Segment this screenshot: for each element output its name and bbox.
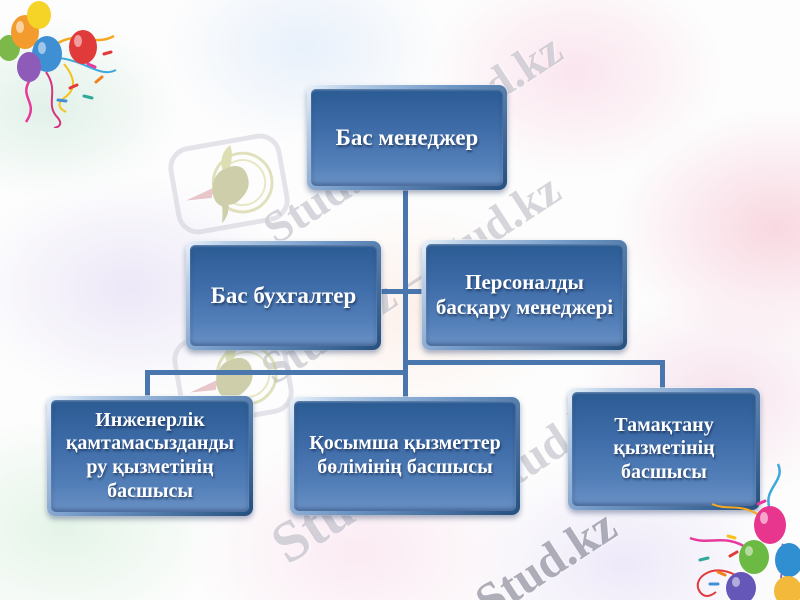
- node-label: Қосымша қызметтер бөлімінің басшысы: [309, 432, 501, 478]
- balloons-decoration-icon: [689, 463, 800, 600]
- balloons-decoration-icon: [0, 1, 117, 128]
- node-face: Инженерлік қамтамасызданды ру қызметінің…: [51, 400, 249, 512]
- node-label: Бас менеджер: [335, 124, 479, 150]
- org-node-engineering-support-head: Инженерлік қамтамасызданды ру қызметінің…: [47, 396, 253, 516]
- org-node-additional-services-head: Қосымша қызметтер бөлімінің басшысы: [290, 397, 520, 515]
- node-face: Тамақтану қызметінің басшысы: [572, 392, 756, 506]
- node-label: Бас бухгалтер: [210, 282, 357, 308]
- org-node-general-manager: Бас менеджер: [307, 85, 507, 190]
- connector-left-drop: [145, 370, 150, 398]
- node-face: Бас бухгалтер: [190, 245, 377, 346]
- node-face: Персоналды басқару менеджері: [426, 244, 623, 346]
- node-label: Тамақтану қызметінің басшысы: [613, 413, 715, 483]
- stud-kz-hummingbird-logo-icon: [168, 133, 290, 235]
- connector-level2-stub: [378, 289, 426, 294]
- org-node-hr-manager: Персоналды басқару менеджері: [422, 240, 627, 350]
- node-label: Инженерлік қамтамасызданды ру қызметінің…: [65, 408, 235, 502]
- connector-right-drop: [660, 360, 665, 390]
- org-node-catering-head: Тамақтану қызметінің басшысы: [568, 388, 760, 510]
- node-label: Персоналды басқару менеджері: [435, 270, 614, 319]
- connector-level3-right: [403, 360, 665, 365]
- node-face: Қосымша қызметтер бөлімінің басшысы: [294, 401, 516, 511]
- node-face: Бас менеджер: [311, 89, 503, 186]
- org-node-chief-accountant: Бас бухгалтер: [186, 241, 381, 350]
- connector-level3-left: [145, 370, 408, 375]
